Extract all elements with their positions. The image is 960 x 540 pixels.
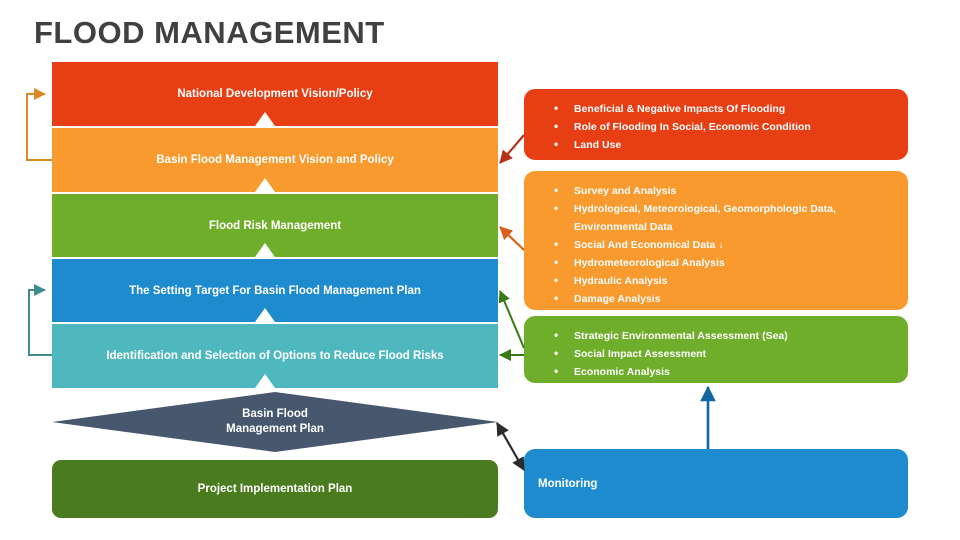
diamond-label-line-1: Basin Flood bbox=[242, 408, 308, 420]
connector-analysis-to-flood-risk bbox=[499, 226, 525, 251]
step-label: Identification and Selection of Options … bbox=[106, 350, 444, 362]
monitoring-label: Monitoring bbox=[538, 477, 598, 490]
panel-impacts-list: Beneficial & Negative Impacts Of Floodin… bbox=[544, 99, 894, 154]
step-label: National Development Vision/Policy bbox=[177, 88, 373, 100]
list-item: Social Impact Assessment bbox=[544, 344, 894, 363]
list-item: Strategic Environmental Assessment (Sea) bbox=[544, 326, 894, 345]
step-label: Flood Risk Management bbox=[208, 219, 342, 232]
panel-analysis[interactable]: Survey and Analysis Hydrological, Meteor… bbox=[524, 171, 908, 310]
diamond-label-line-2: Management Plan bbox=[226, 423, 324, 435]
monitoring-box[interactable]: Monitoring bbox=[524, 449, 908, 518]
step-label: The Setting Target For Basin Flood Manag… bbox=[129, 284, 421, 297]
list-item: Role of Flooding In Social, Economic Con… bbox=[544, 117, 894, 136]
panel-analysis-list: Survey and Analysis Hydrological, Meteor… bbox=[544, 181, 894, 308]
connector-plan-to-monitoring bbox=[496, 422, 525, 471]
step-label: Basin Flood Management Vision and Policy bbox=[156, 154, 394, 166]
list-item: Land Use bbox=[544, 135, 894, 154]
page-title: FLOOD MANAGEMENT bbox=[34, 15, 385, 50]
step-label: Project Implementation Plan bbox=[197, 483, 353, 495]
list-item: Beneficial & Negative Impacts Of Floodin… bbox=[544, 99, 894, 118]
step-identification-selection-options[interactable]: Identification and Selection of Options … bbox=[52, 324, 498, 388]
list-item: Social And Economical Data ↓ bbox=[544, 235, 894, 254]
panel-assessment-list: Strategic Environmental Assessment (Sea)… bbox=[544, 326, 894, 381]
list-item: Hydraulic Analysis bbox=[544, 271, 894, 290]
step-setting-target[interactable]: The Setting Target For Basin Flood Manag… bbox=[52, 259, 498, 322]
step-project-implementation-plan[interactable]: Project Implementation Plan bbox=[52, 460, 498, 518]
connector-assessment-to-setting-target bbox=[498, 290, 525, 349]
step-national-development-vision[interactable]: National Development Vision/Policy bbox=[52, 62, 498, 126]
connector-feedback-target bbox=[28, 284, 52, 356]
list-item: Economic Analysis bbox=[544, 362, 894, 381]
connector-feedback-policy bbox=[26, 88, 52, 161]
list-item: Hydrological, Meteorological, Geomorphol… bbox=[544, 199, 894, 236]
connector-impacts-to-basin-vision bbox=[499, 134, 525, 164]
panel-assessment[interactable]: Strategic Environmental Assessment (Sea)… bbox=[524, 316, 908, 383]
list-item: Survey and Analysis bbox=[544, 181, 894, 200]
list-item: Damage Analysis bbox=[544, 289, 894, 308]
step-flood-risk-management[interactable]: Flood Risk Management bbox=[52, 194, 498, 257]
panel-impacts[interactable]: Beneficial & Negative Impacts Of Floodin… bbox=[524, 89, 908, 160]
step-basin-flood-management-plan[interactable]: Basin Flood Management Plan bbox=[52, 392, 498, 452]
list-item: Hydrometeorological Analysis bbox=[544, 253, 894, 272]
step-basin-flood-vision-policy[interactable]: Basin Flood Management Vision and Policy bbox=[52, 128, 498, 192]
